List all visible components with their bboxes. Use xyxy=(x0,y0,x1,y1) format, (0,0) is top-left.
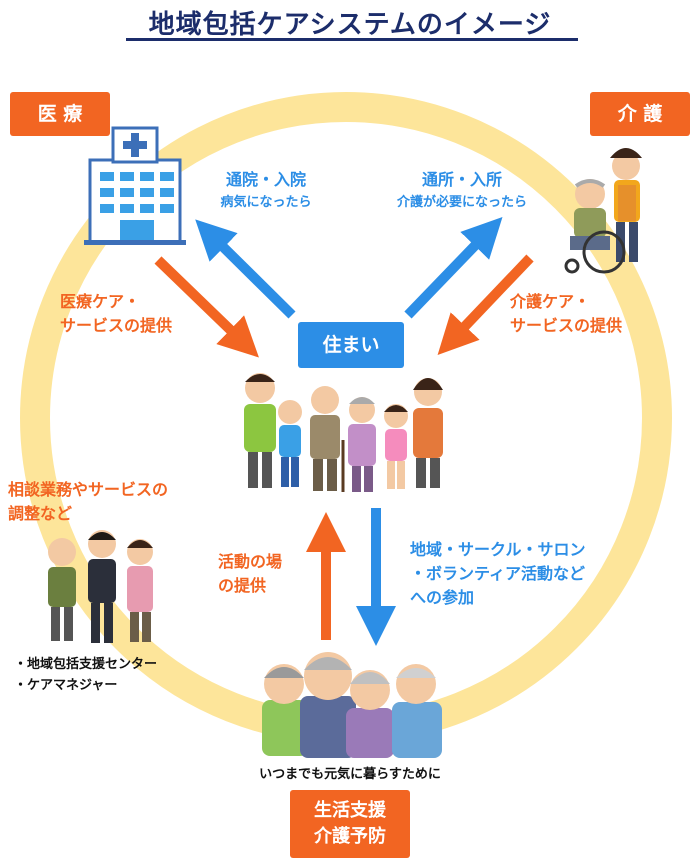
care-box: 介 護 xyxy=(590,92,690,136)
medical-service-label: 医療ケア・ サービスの提供 xyxy=(60,290,210,338)
community-line-3: への参加 xyxy=(410,588,475,607)
community-label: 地域・サークル・サロン ・ボランティア活動など への参加 xyxy=(410,538,650,610)
consultation-list-item-2: ・ケアマネジャー xyxy=(14,678,118,693)
bottom-caption: いつまでも元気に暮らすために xyxy=(259,767,441,782)
care-service-line-2: サービスの提供 xyxy=(510,316,623,335)
to-hospital-line-1: 通院・入院 xyxy=(225,170,306,189)
home-label: 住まい xyxy=(322,334,380,356)
medical-box: 医 療 xyxy=(10,92,110,136)
family-mother xyxy=(413,378,443,488)
living-support-box: 生活支援 介護予防 xyxy=(290,790,410,858)
living-support-line-2: 介護予防 xyxy=(314,826,386,847)
to-facility-line-2: 介護が必要になったら xyxy=(396,195,527,210)
family-grandfather xyxy=(310,386,345,492)
arrow-to-facility xyxy=(404,217,503,319)
arrow-to-hospital xyxy=(195,219,296,319)
family-boy xyxy=(278,400,302,487)
wheelchair-caregiver-icon xyxy=(564,148,642,274)
care-service-label: 介護ケア・ サービスの提供 xyxy=(510,290,660,338)
to-facility-line-1: 通所・入所 xyxy=(421,170,502,189)
community-line-2: ・ボランティア活動など xyxy=(410,564,586,583)
care-label: 介 護 xyxy=(617,103,663,125)
arrow-care-service xyxy=(437,254,534,356)
consultant-staff-icon xyxy=(48,530,153,643)
consultation-list-item-1: ・地域包括支援センター xyxy=(14,657,158,672)
medical-label: 医 療 xyxy=(37,103,83,125)
activity-place-line-2: の提供 xyxy=(218,576,267,595)
to-hospital-label: 通院・入院 病気になったら xyxy=(196,168,336,213)
family-grandmother xyxy=(348,397,376,492)
consultation-heading-line-1: 相談業務やサービスの xyxy=(8,480,169,499)
activity-place-line-1: 活動の場 xyxy=(218,552,283,571)
consultation-heading: 相談業務やサービスの 調整など xyxy=(8,478,218,526)
title-underline xyxy=(126,38,578,41)
activity-place-label: 活動の場 の提供 xyxy=(218,550,318,598)
consultation-list: ・地域包括支援センター ・ケアマネジャー xyxy=(14,654,214,696)
medical-service-line-1: 医療ケア・ xyxy=(60,292,141,311)
family-girl xyxy=(384,404,408,489)
medical-service-line-2: サービスの提供 xyxy=(60,316,173,335)
family-icon xyxy=(244,373,443,492)
home-box: 住まい xyxy=(298,322,404,368)
family-father xyxy=(244,373,276,488)
living-support-line-1: 生活支援 xyxy=(314,800,386,821)
hospital-icon xyxy=(84,126,186,245)
to-hospital-line-2: 病気になったら xyxy=(220,195,312,210)
elderly-group-icon xyxy=(262,652,442,758)
care-service-line-1: 介護ケア・ xyxy=(510,292,591,311)
consultation-heading-line-2: 調整など xyxy=(8,504,73,523)
arrow-medical-service xyxy=(154,256,259,358)
page-title: 地域包括ケアシステムのイメージ xyxy=(148,10,552,40)
community-line-1: 地域・サークル・サロン xyxy=(410,540,586,559)
to-facility-label: 通所・入所 介護が必要になったら xyxy=(372,168,552,213)
